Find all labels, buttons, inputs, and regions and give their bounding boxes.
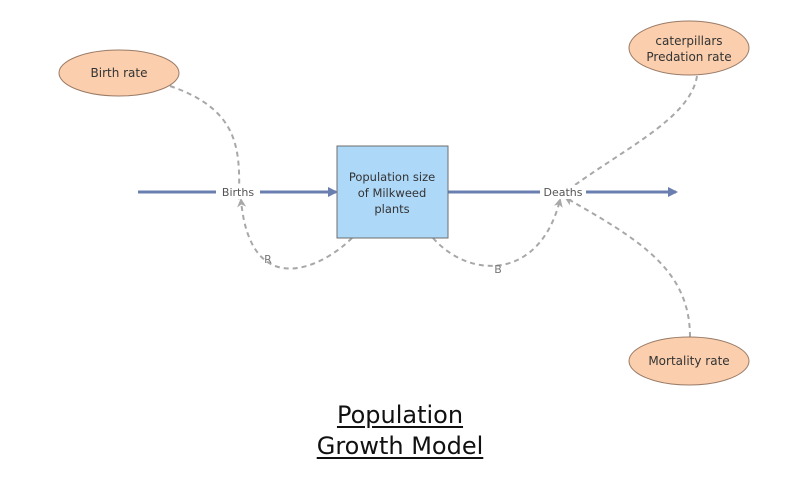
- reinforcing-loop-label: R: [264, 253, 272, 266]
- deaths-flow-label: Deaths: [544, 186, 583, 199]
- predation-to-deaths-link: [558, 75, 698, 198]
- stock-label-line2: of Milkweed: [358, 186, 427, 200]
- mortality-to-deaths-link: [564, 197, 691, 338]
- population-to-births-link: [237, 198, 353, 270]
- births-flow-label: Births: [222, 186, 254, 199]
- predation-label-line1: caterpillars: [655, 34, 722, 48]
- caption-line2: Growth Model: [316, 432, 484, 460]
- balancing-loop-label: B: [494, 263, 502, 276]
- birth-rate-node: Birth rate: [58, 49, 180, 97]
- birth-rate-label: Birth rate: [91, 66, 148, 80]
- birth-rate-to-births-link: [169, 85, 244, 200]
- mortality-rate-node: Mortality rate: [628, 336, 750, 386]
- mortality-rate-label: Mortality rate: [648, 354, 729, 368]
- stock-label-line3: plants: [374, 202, 409, 216]
- population-to-deaths-link: [432, 198, 563, 267]
- predation-rate-node: caterpillars Predation rate: [628, 20, 750, 76]
- predation-label-line2: Predation rate: [646, 50, 731, 64]
- diagram-caption: Population Growth Model: [0, 400, 800, 462]
- caption-line1: Population: [336, 401, 464, 429]
- population-stock: Population size of Milkweed plants: [336, 145, 449, 239]
- stock-label-line1: Population size: [349, 170, 435, 184]
